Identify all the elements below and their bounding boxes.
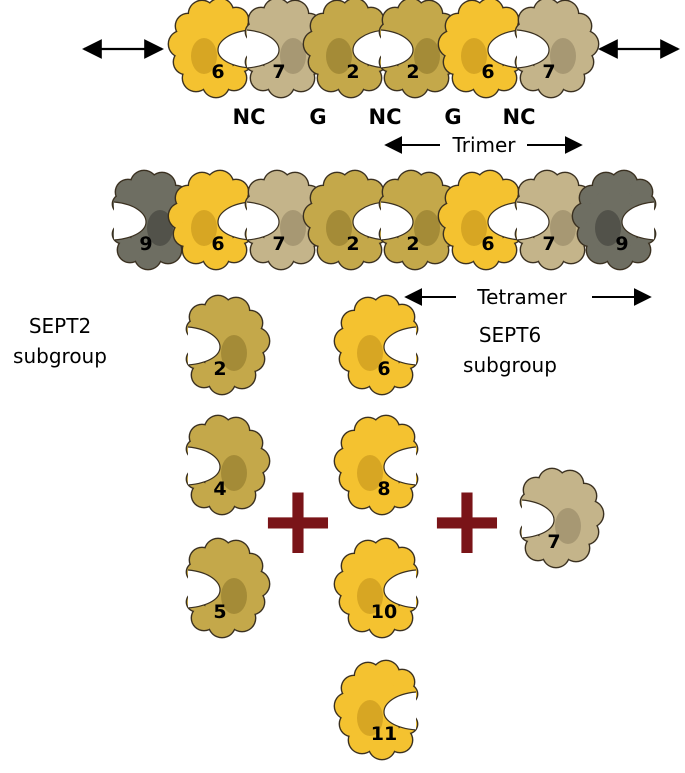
tetramer-subunit-2-number: 2 bbox=[346, 233, 359, 255]
tetramer-subunit-7-number: 7 bbox=[542, 233, 555, 255]
tetramer-subunit-7 bbox=[514, 169, 600, 271]
sept2-subgroup-label-line2: subgroup bbox=[13, 344, 107, 368]
sept2-member-5 bbox=[185, 537, 271, 639]
interface-label-g: G bbox=[309, 105, 326, 129]
tetramer-subunit-6-number: 6 bbox=[211, 233, 224, 255]
sept2-member-4-number: 4 bbox=[213, 478, 226, 500]
tetramer-subunit-2 bbox=[302, 169, 388, 271]
sept7-member-7 bbox=[519, 467, 605, 569]
sept6-member-10 bbox=[333, 537, 419, 639]
sept6-subgroup-label-line1: SEPT6 bbox=[479, 323, 541, 347]
trimer-filament: 6 7 2 2 6 7 bbox=[167, 0, 600, 99]
interface-label-nc: NC bbox=[503, 105, 536, 129]
sept6-member-8-number: 8 bbox=[377, 478, 390, 500]
trimer-subunit-6-number: 6 bbox=[211, 61, 224, 83]
plus-sign-1: + bbox=[258, 464, 338, 576]
trimer-subunit-2 bbox=[378, 0, 464, 99]
trimer-subunit-7 bbox=[514, 0, 600, 99]
trimer-subunit-6 bbox=[167, 0, 253, 99]
tetramer-subunit-2-number: 2 bbox=[406, 233, 419, 255]
sept6-member-10-number: 10 bbox=[371, 601, 397, 623]
tetramer-subunit-9-number: 9 bbox=[615, 233, 628, 255]
trimer-subunit-7-number: 7 bbox=[272, 61, 285, 83]
interface-label-nc: NC bbox=[233, 105, 266, 129]
sept6-member-8 bbox=[333, 414, 419, 516]
subgroup-members: 2 4 5 6 8 10 11 7 bbox=[185, 294, 605, 761]
tetramer-subunit-7-number: 7 bbox=[272, 233, 285, 255]
sept6-subgroup-label-line2: subgroup bbox=[463, 353, 557, 377]
sept2-member-5-number: 5 bbox=[213, 601, 226, 623]
trimer-subunit-6-number: 6 bbox=[481, 61, 494, 83]
interface-label-g: G bbox=[444, 105, 461, 129]
sept6-member-6-number: 6 bbox=[377, 358, 390, 380]
tetramer-filament: 9 6 7 2 2 6 7 9 bbox=[111, 169, 657, 271]
tetramer-subunit-2 bbox=[378, 169, 464, 271]
tetramer-label: Tetramer bbox=[476, 285, 567, 309]
sept6-member-11-number: 11 bbox=[371, 723, 397, 745]
tetramer-subunit-6 bbox=[437, 169, 523, 271]
sept7-member-7-number: 7 bbox=[547, 531, 560, 553]
sept6-member-6 bbox=[333, 294, 419, 396]
tetramer-subunit-9 bbox=[571, 169, 657, 271]
interface-labels: NC G NC G NC bbox=[233, 105, 536, 129]
trimer-subunit-2-number: 2 bbox=[346, 61, 359, 83]
sept6-member-11 bbox=[333, 659, 419, 761]
tetramer-subunit-6-number: 6 bbox=[481, 233, 494, 255]
trimer-subunit-6 bbox=[437, 0, 523, 99]
sept2-member-2 bbox=[185, 294, 271, 396]
sept2-subgroup-label-line1: SEPT2 bbox=[29, 314, 91, 338]
plus-sign-2: + bbox=[427, 464, 507, 576]
interface-label-nc: NC bbox=[369, 105, 402, 129]
trimer-subunit-7-number: 7 bbox=[542, 61, 555, 83]
trimer-label: Trimer bbox=[451, 133, 516, 157]
sept2-member-4 bbox=[185, 414, 271, 516]
trimer-subunit-2-number: 2 bbox=[406, 61, 419, 83]
tetramer-subunit-9-number: 9 bbox=[139, 233, 152, 255]
sept2-member-2-number: 2 bbox=[213, 358, 226, 380]
